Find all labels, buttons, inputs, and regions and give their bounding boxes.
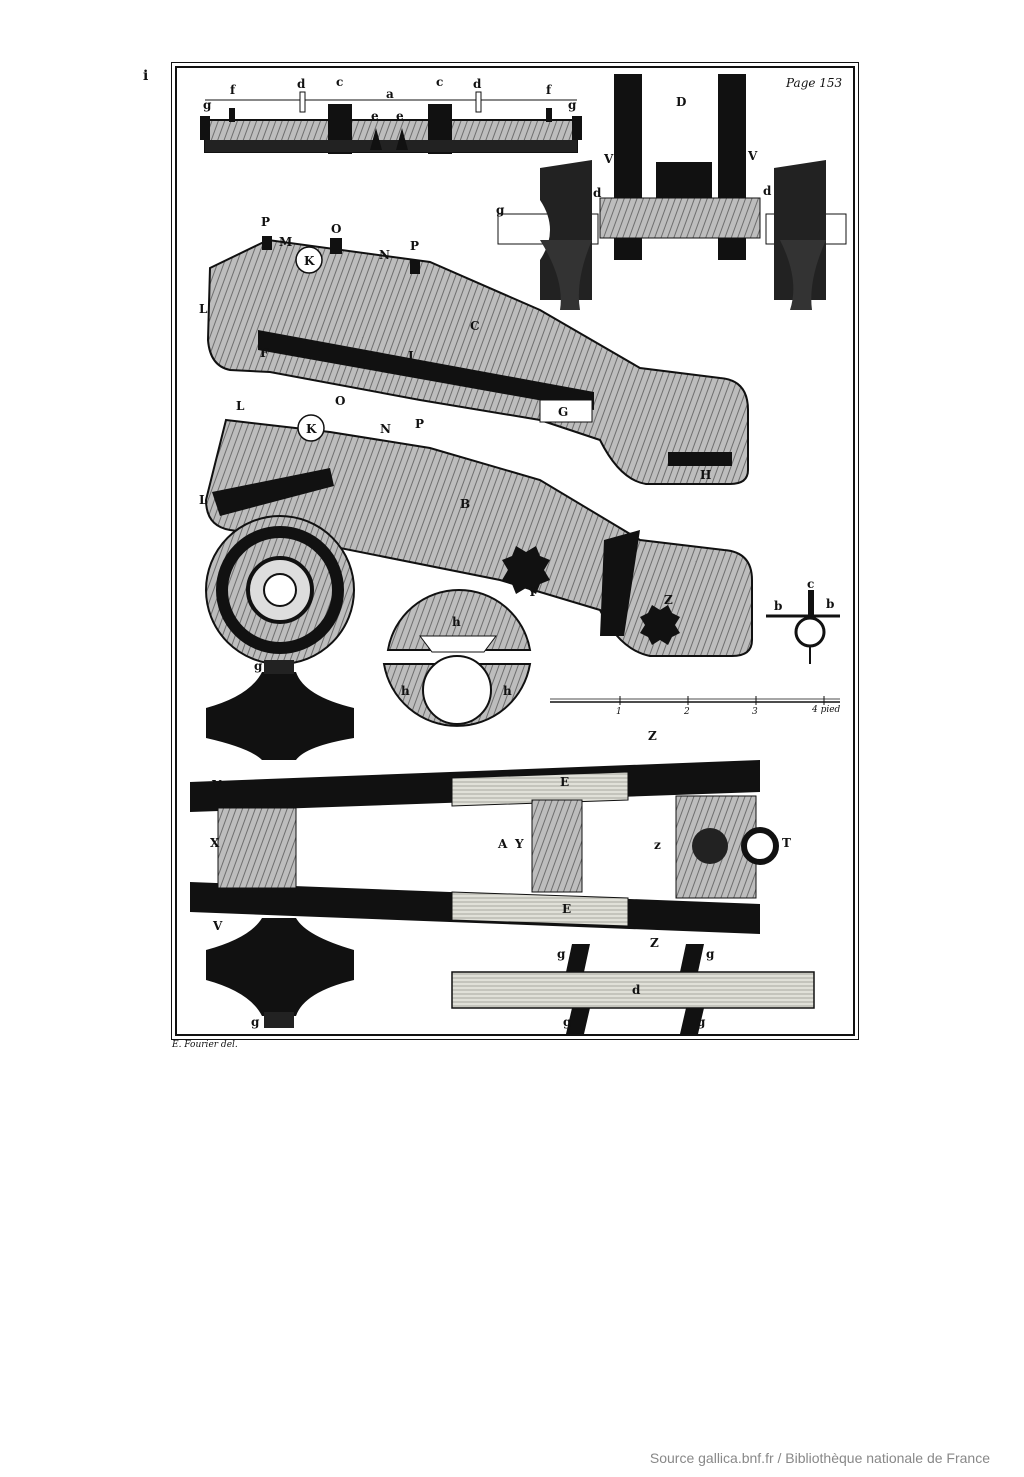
cheek-side-view-lower-drawing bbox=[204, 414, 753, 657]
engraving-plate bbox=[175, 66, 855, 1036]
label-I: I bbox=[408, 349, 414, 363]
label-L-upper: L bbox=[199, 302, 208, 316]
label-h-left: h bbox=[401, 684, 410, 698]
label-V-left: V bbox=[603, 152, 614, 166]
label-g-transom-bl: g bbox=[563, 1015, 572, 1029]
label-V-plan-bottom: V bbox=[212, 919, 223, 933]
label-g-transom-tr: g bbox=[706, 947, 715, 961]
label-K-lower: K bbox=[306, 422, 317, 436]
label-V-right: V bbox=[747, 149, 758, 163]
label-E-top: E bbox=[560, 775, 569, 789]
label-g-left: g bbox=[203, 98, 212, 112]
label-E-bottom: E bbox=[562, 902, 571, 916]
label-Z-cheek: Z bbox=[664, 593, 673, 607]
label-c-left: c bbox=[336, 75, 343, 89]
plate-outer-frame bbox=[171, 62, 859, 1040]
label-P-lower: P bbox=[415, 417, 424, 431]
label-X: X bbox=[210, 836, 220, 850]
label-V-plan-top: V bbox=[211, 778, 222, 792]
label-c-bracket: c bbox=[807, 577, 814, 591]
scale-bar-drawing bbox=[550, 696, 840, 705]
label-g-right: g bbox=[568, 98, 577, 112]
label-e-left: e bbox=[371, 109, 379, 123]
label-Y: Y bbox=[527, 585, 537, 599]
label-g-transom-tl: g bbox=[557, 947, 566, 961]
label-g-transom-br: g bbox=[697, 1015, 706, 1029]
label-F: F bbox=[260, 346, 269, 360]
label-H: H bbox=[700, 468, 711, 482]
hub-detail-drawing bbox=[382, 589, 532, 727]
engraver-credit: E. Fourier del. bbox=[172, 1040, 238, 1050]
label-L-lower: L bbox=[199, 493, 208, 507]
label-O-upper: O bbox=[331, 222, 341, 236]
label-Z-plan-top: Z bbox=[648, 729, 657, 743]
label-A: A bbox=[497, 837, 508, 851]
label-h-right: h bbox=[503, 684, 512, 698]
label-g-plan-top: g bbox=[254, 659, 263, 673]
label-B: B bbox=[460, 497, 470, 511]
label-d-right: d bbox=[473, 77, 482, 91]
label-h-top: h bbox=[452, 615, 461, 629]
label-c-right: c bbox=[436, 75, 443, 89]
label-f-left: f bbox=[230, 83, 236, 97]
scale-tick-4: 4 pied bbox=[811, 705, 841, 715]
label-T: T bbox=[782, 836, 791, 850]
wheel-drawing bbox=[205, 515, 355, 665]
scale-tick-3: 3 bbox=[752, 707, 758, 717]
label-O-lower: O bbox=[335, 394, 345, 408]
page-number: Page 153 bbox=[786, 76, 843, 90]
label-e-right: e bbox=[396, 109, 404, 123]
label-L-mid: L bbox=[236, 399, 245, 413]
label-C: C bbox=[470, 319, 480, 333]
label-Z-plan-bottom: Z bbox=[650, 936, 659, 950]
cheek-side-view-upper-drawing bbox=[206, 236, 749, 485]
label-g-front: g bbox=[496, 203, 505, 217]
label-a: a bbox=[386, 87, 394, 101]
label-f-right: f bbox=[546, 83, 552, 97]
label-g-plan-bottom: g bbox=[251, 1015, 260, 1029]
bracket-detail-drawing bbox=[766, 590, 840, 664]
label-Y-plan: Y bbox=[514, 837, 524, 851]
label-d-left: d bbox=[297, 77, 306, 91]
label-d-transom: d bbox=[632, 983, 641, 997]
scale-tick-1: 1 bbox=[616, 707, 622, 717]
label-P-top: P bbox=[261, 215, 270, 229]
label-b-left: b bbox=[774, 599, 782, 613]
carriage-front-view-drawing bbox=[497, 74, 847, 310]
axle-beam-drawing bbox=[200, 91, 582, 154]
label-D: D bbox=[676, 95, 686, 109]
scale-tick-2: 2 bbox=[683, 707, 690, 717]
source-attribution: Source gallica.bnf.fr / Bibliothèque nat… bbox=[649, 1450, 990, 1466]
label-M: M bbox=[279, 235, 292, 249]
label-d-front-left: d bbox=[593, 186, 602, 200]
label-N-lower: N bbox=[380, 422, 391, 436]
corner-mark: i bbox=[143, 68, 149, 84]
label-b-right: b bbox=[826, 597, 834, 611]
label-K-upper: K bbox=[304, 254, 315, 268]
label-d-front-right: d bbox=[763, 184, 772, 198]
label-z-plan: z bbox=[654, 838, 661, 852]
label-G: G bbox=[558, 405, 568, 419]
label-P-upper: P bbox=[410, 239, 419, 253]
carriage-plan-view-drawing bbox=[190, 660, 779, 1028]
label-N-upper: N bbox=[379, 248, 390, 262]
transom-bar-drawing bbox=[451, 944, 815, 1034]
